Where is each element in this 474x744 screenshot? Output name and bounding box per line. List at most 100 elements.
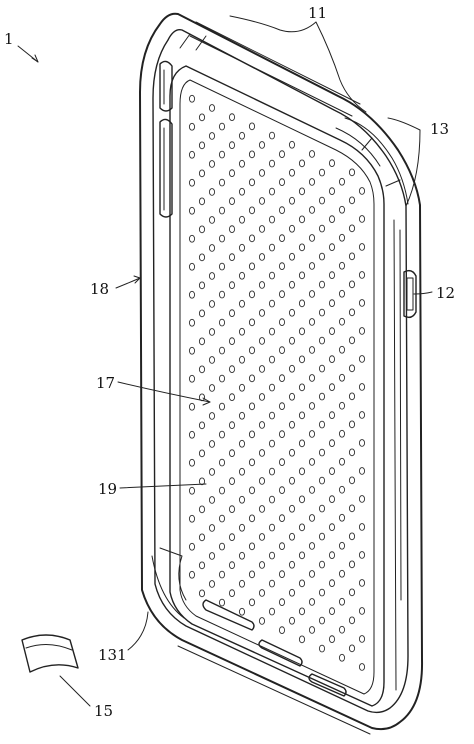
panel-dot bbox=[238, 271, 246, 280]
panel-dot bbox=[208, 468, 216, 476]
leader-line-18 bbox=[115, 277, 141, 289]
panel-dot bbox=[338, 485, 346, 494]
panel-dot bbox=[328, 327, 336, 336]
panel-dot bbox=[238, 495, 246, 504]
panel-dot bbox=[348, 308, 356, 317]
panel-dot bbox=[218, 178, 226, 187]
panel-dot bbox=[348, 224, 356, 233]
panel-dot bbox=[348, 560, 356, 569]
label-15: 15 bbox=[94, 702, 113, 720]
panel-dot bbox=[218, 234, 226, 243]
panel-dot bbox=[328, 551, 336, 560]
panel-dot bbox=[278, 486, 286, 495]
panel-dot bbox=[258, 141, 266, 149]
panel-dot bbox=[268, 215, 276, 224]
leader-line-13 bbox=[387, 117, 421, 207]
panel-dot bbox=[218, 514, 226, 523]
panel-dot bbox=[288, 588, 296, 597]
panel-dot bbox=[238, 243, 246, 252]
panel-dot bbox=[288, 224, 296, 233]
leader-line-11 bbox=[229, 15, 367, 113]
panel-dot bbox=[258, 589, 266, 597]
cavity-rim bbox=[169, 65, 385, 707]
panel-dot bbox=[288, 476, 296, 485]
panel-dot bbox=[298, 607, 306, 616]
panel-dot bbox=[238, 411, 246, 420]
label-12: 12 bbox=[436, 284, 455, 302]
panel-dot bbox=[228, 393, 236, 402]
panel-dot bbox=[228, 365, 236, 374]
side-button bbox=[403, 269, 417, 319]
panel-dot bbox=[328, 607, 336, 616]
panel-dot bbox=[278, 458, 286, 467]
panel-dot bbox=[198, 505, 206, 514]
panel-dot bbox=[338, 457, 346, 466]
panel-dot bbox=[238, 299, 246, 308]
back-panel-dot-pattern bbox=[188, 94, 366, 671]
panel-dot bbox=[238, 579, 246, 588]
panel-dot bbox=[218, 150, 226, 159]
panel-dot bbox=[288, 280, 296, 289]
panel-dot bbox=[298, 355, 306, 364]
panel-dot bbox=[308, 458, 316, 466]
panel-dot bbox=[258, 505, 266, 513]
panel-dot bbox=[358, 663, 366, 671]
panel-dot bbox=[268, 383, 276, 392]
panel-dot bbox=[348, 336, 356, 345]
panel-dot bbox=[208, 160, 216, 168]
panel-dot bbox=[268, 523, 276, 532]
panel-dot bbox=[188, 542, 196, 551]
panel-dot bbox=[208, 216, 216, 224]
panel-dot bbox=[358, 243, 366, 251]
label-13: 13 bbox=[430, 120, 449, 138]
panel-dot bbox=[188, 178, 196, 187]
panel-dot bbox=[208, 244, 216, 252]
panel-dot bbox=[328, 383, 336, 392]
panel-dot bbox=[288, 560, 296, 569]
panel-dot bbox=[268, 495, 276, 504]
panel-dot bbox=[338, 373, 346, 382]
panel-dot bbox=[278, 346, 286, 355]
panel-dot bbox=[238, 467, 246, 476]
panel-dot bbox=[188, 374, 196, 383]
panel-dot bbox=[328, 495, 336, 504]
panel-dot bbox=[238, 551, 246, 560]
panel-dot bbox=[208, 384, 216, 392]
panel-dot bbox=[198, 365, 206, 374]
label-11: 11 bbox=[308, 4, 327, 22]
panel-dot bbox=[268, 579, 276, 588]
panel-dot bbox=[248, 486, 256, 495]
panel-dot bbox=[258, 617, 266, 625]
panel-dot bbox=[228, 505, 236, 514]
panel-dot bbox=[188, 402, 196, 411]
panel-dot bbox=[268, 355, 276, 364]
panel-dot bbox=[298, 299, 306, 308]
panel-dot bbox=[188, 430, 196, 439]
panel-dot bbox=[188, 150, 196, 159]
top-frame-ridge bbox=[179, 33, 207, 51]
panel-dot bbox=[288, 336, 296, 345]
panel-dot bbox=[348, 420, 356, 429]
panel-dot bbox=[318, 196, 326, 205]
panel-dot bbox=[248, 262, 256, 271]
panel-dot bbox=[298, 523, 306, 532]
panel-dot bbox=[308, 178, 316, 186]
panel-dot bbox=[288, 392, 296, 401]
panel-dot bbox=[278, 402, 286, 411]
panel-dot bbox=[278, 178, 286, 187]
panel-dot bbox=[348, 448, 356, 457]
panel-dot bbox=[298, 383, 306, 392]
panel-dot bbox=[278, 626, 286, 635]
panel-dot bbox=[308, 206, 316, 214]
panel-dot bbox=[218, 206, 226, 215]
panel-dot bbox=[208, 440, 216, 448]
label-1: 1 bbox=[4, 30, 14, 48]
panel-dot bbox=[268, 551, 276, 560]
panel-dot bbox=[308, 234, 316, 242]
panel-dot bbox=[248, 346, 256, 355]
panel-dot bbox=[228, 281, 236, 290]
panel-dot bbox=[238, 383, 246, 392]
leader-line-17-arrow bbox=[202, 397, 211, 406]
panel-dot bbox=[358, 495, 366, 503]
panel-dot bbox=[198, 253, 206, 262]
